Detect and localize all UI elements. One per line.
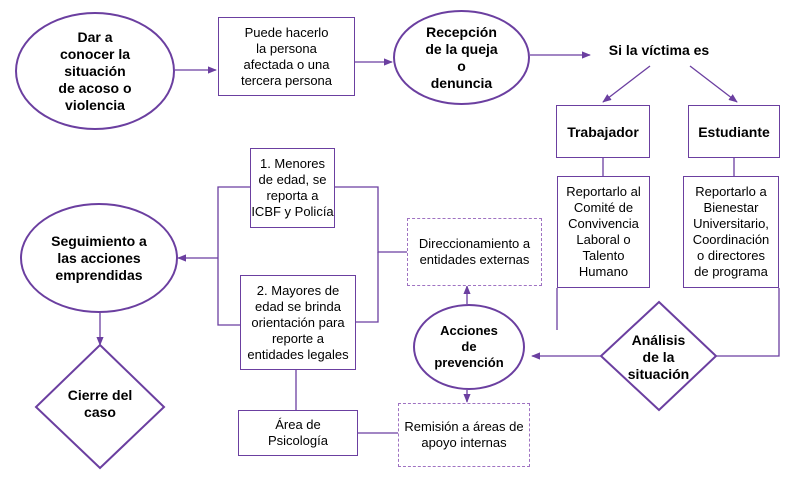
node-cierre-label: Cierre del caso — [67, 387, 133, 420]
node-acciones-prevencion: Acciones de prevención — [413, 304, 525, 390]
node-si-la-victima-label: Si la víctima es — [608, 41, 710, 58]
node-estudiante: Estudiante — [688, 105, 780, 158]
node-estudiante-label: Estudiante — [698, 123, 770, 140]
node-trabajador-label: Trabajador — [567, 123, 639, 140]
node-analisis-label: Análisis de la situación — [627, 331, 690, 382]
node-direccionamiento-label: Direccionamiento a entidades externas — [418, 236, 531, 267]
node-reportarlo-bienestar: Reportarlo a Bienestar Universitario, Co… — [683, 176, 779, 288]
node-analisis: Análisis de la situación — [601, 330, 716, 384]
node-seguimiento: Seguimiento a las acciones emprendidas — [20, 203, 178, 313]
node-cierre: Cierre del caso — [50, 382, 150, 426]
line-direccionamiento-bracket — [335, 186, 407, 253]
node-acciones-prevencion-label: Acciones de prevención — [434, 323, 504, 370]
node-dar-a-conocer: Dar a conocer la situación de acoso o vi… — [15, 12, 175, 130]
node-reportarlo-bienestar-label: Reportarlo a Bienestar Universitario, Co… — [692, 184, 770, 279]
arrow-victima-to-estudiante — [689, 65, 738, 103]
node-reportarlo-comite-label: Reportarlo al Comité de Convivencia Labo… — [566, 184, 641, 279]
node-remision: Remisión a áreas de apoyo internas — [398, 403, 530, 467]
line-bienestar-to-analisis — [716, 288, 780, 357]
analisis-diamond-shape — [599, 300, 718, 412]
node-trabajador: Trabajador — [556, 105, 650, 158]
node-seguimiento-label: Seguimiento a las acciones emprendidas — [51, 232, 147, 283]
line-menores-left — [217, 186, 250, 326]
node-recepcion: Recepción de la queja o denuncia — [393, 10, 530, 105]
node-puede-hacerlo-label: Puede hacerlo la persona afectada o una … — [240, 24, 333, 88]
node-reportarlo-comite: Reportarlo al Comité de Convivencia Labo… — [557, 176, 650, 288]
node-recepcion-label: Recepción de la queja o denuncia — [425, 23, 498, 91]
node-dar-a-conocer-label: Dar a conocer la situación de acoso o vi… — [58, 28, 132, 113]
node-si-la-victima: Si la víctima es — [594, 37, 724, 63]
cierre-diamond-shape — [34, 343, 166, 470]
arrow-victima-to-trabajador — [602, 65, 651, 103]
node-mayores: 2. Mayores de edad se brinda orientación… — [240, 275, 356, 370]
node-puede-hacerlo: Puede hacerlo la persona afectada o una … — [218, 17, 355, 96]
node-area-psicologia: Área de Psicología — [238, 410, 358, 456]
node-menores-label: 1. Menores de edad, se reporta a ICBF y … — [251, 156, 334, 219]
line-direccionamiento-mayores — [356, 252, 379, 323]
node-remision-label: Remisión a áreas de apoyo internas — [404, 419, 524, 450]
node-mayores-label: 2. Mayores de edad se brinda orientación… — [247, 282, 349, 362]
node-area-psicologia-label: Área de Psicología — [268, 417, 328, 448]
node-menores: 1. Menores de edad, se reporta a ICBF y … — [250, 148, 335, 228]
node-direccionamiento: Direccionamiento a entidades externas — [407, 218, 542, 286]
